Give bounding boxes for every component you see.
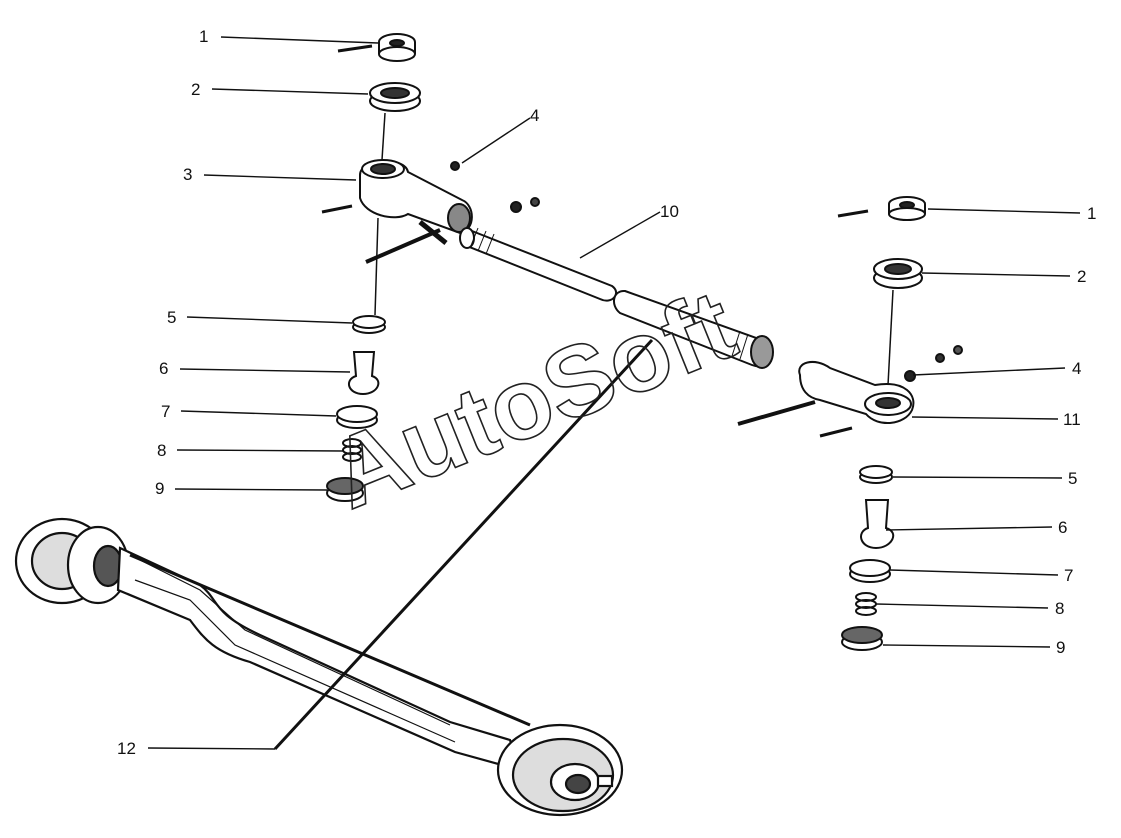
leader-lines [147,36,1081,751]
right-castle-nut [888,196,926,221]
callout-right-4: 4 [1072,359,1081,378]
right-spring [855,592,877,616]
callout-right-6: 6 [1058,518,1067,537]
callout-left-3: 3 [183,165,192,184]
callout-left-5: 5 [167,308,176,327]
left-spring [342,438,362,462]
right-tie-rod-end-assembly [737,196,963,651]
left-grease-nipple [450,161,460,171]
tie-rod-tube [459,227,774,369]
callout-left-6: 6 [159,359,168,378]
callout-left-9: 9 [155,479,164,498]
callout-center-10: 10 [660,202,679,221]
right-bushing [859,465,893,484]
callout-left-1: 1 [199,27,208,46]
right-ball-pin [860,499,895,550]
left-ball-pin [347,351,380,396]
callout-bottom-12: 12 [117,739,136,758]
left-tie-rod-end [359,159,473,245]
callout-right-1: 1 [1087,204,1096,223]
right-dust-boot [873,258,923,289]
left-axle-hub [14,517,130,605]
callout-left-2: 2 [191,80,200,99]
right-grease-nipple [904,370,916,382]
left-tie-rod-end-assembly [321,33,540,502]
right-tie-rod-end [798,360,915,424]
left-plug [326,477,364,502]
callout-labels: 1 2 4 3 10 5 6 7 8 9 1 2 4 11 5 6 7 8 9 … [117,27,1096,758]
watermark-text: AutoSoft [316,268,749,530]
right-cotter-pin [837,209,869,218]
callout-left-8: 8 [157,441,166,460]
callout-left-7: 7 [161,402,170,421]
callout-right-5: 5 [1068,469,1077,488]
left-seat [336,405,378,429]
front-axle [14,517,624,817]
left-dust-boot [369,82,421,112]
axle-tie-rod [129,553,531,727]
callout-right-7: 7 [1064,566,1073,585]
left-cotter-pin [337,44,373,53]
callout-right-11: 11 [1063,410,1081,429]
right-axle-hub [496,723,624,817]
callout-right-2: 2 [1077,267,1086,286]
left-castle-nut [378,33,416,62]
left-bushing [352,315,386,334]
callout-right-9: 9 [1056,638,1065,657]
right-seat [849,559,891,583]
callout-left-4: 4 [530,106,539,125]
axle-beam [116,546,522,772]
callout-right-8: 8 [1055,599,1064,618]
right-plug [841,626,883,651]
